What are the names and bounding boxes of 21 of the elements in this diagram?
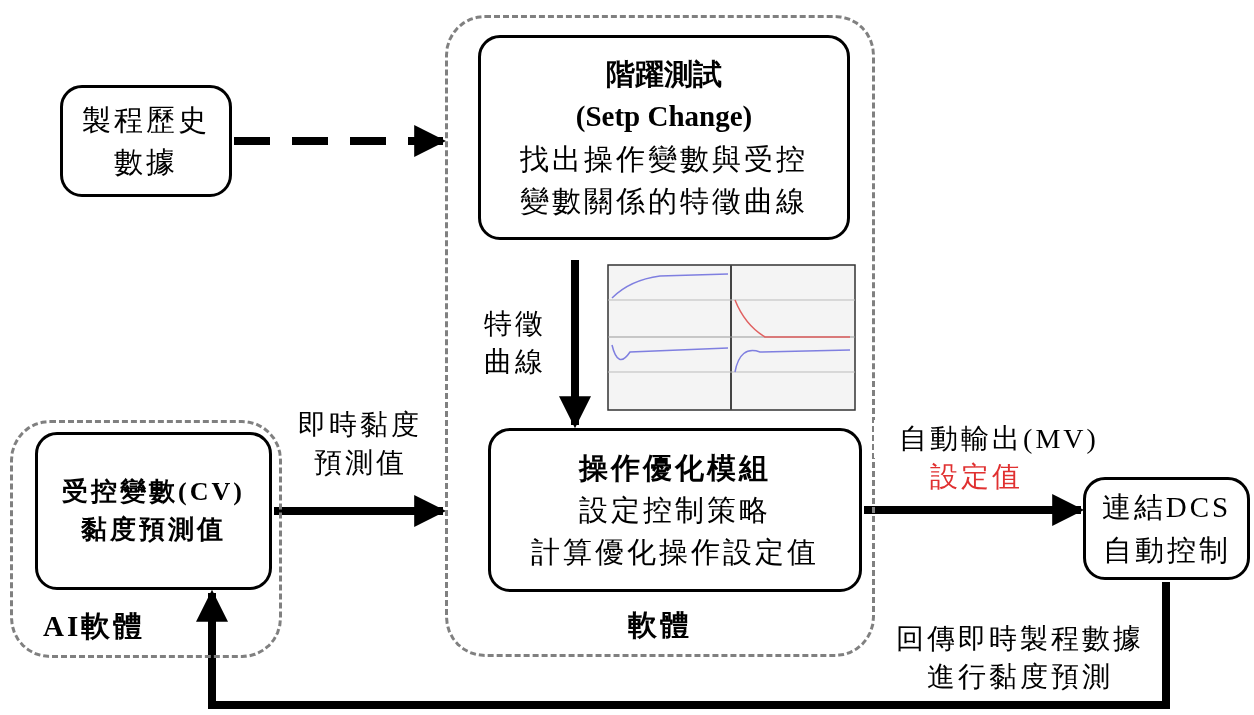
process-box [478, 35, 850, 240]
software-group [445, 15, 875, 657]
box-title: 製程歷史數據 [81, 102, 211, 180]
box-title: 操作優化模組 [579, 450, 771, 486]
box-text: 設定控制策略 [579, 492, 771, 528]
box-text: 找出操作變數與受控變數關係的特徵曲線 [519, 141, 809, 219]
data-box [60, 85, 232, 197]
control-box [1083, 477, 1250, 580]
box-title: 受控變數(CV)黏度預測值 [61, 476, 246, 546]
arrow [274, 495, 447, 527]
arrow [864, 494, 1085, 526]
box-title: 階躍測試 (Setp Change) [574, 57, 754, 135]
box-text: 計算優化操作設定值 [531, 535, 819, 570]
box-title: 連結DCS自動控制 [1100, 490, 1233, 568]
arrow [234, 125, 447, 157]
prediction-box [35, 432, 272, 590]
software-group [10, 420, 282, 658]
group-label: 軟體 [627, 607, 693, 643]
process-box [488, 428, 862, 592]
group-label: AI軟體 [43, 608, 146, 644]
arrow [196, 582, 1170, 709]
